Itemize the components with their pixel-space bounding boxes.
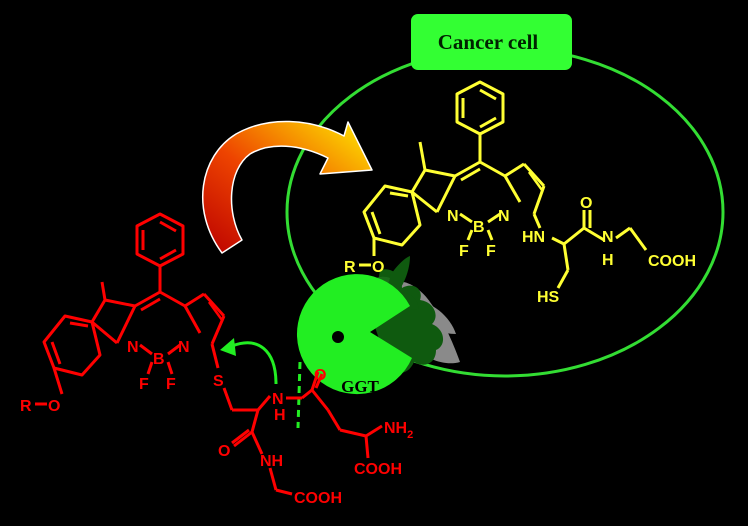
probe-atom-r: R <box>20 398 32 415</box>
cleavage-arrow <box>220 338 302 429</box>
curved-arrow-icon <box>202 120 373 254</box>
probe-atom-cooh-glu: COOH <box>354 461 402 478</box>
probe-atom-n-right: N <box>178 339 190 356</box>
probe-atom-s: S <box>213 373 224 390</box>
product-atom-hs: HS <box>537 289 560 306</box>
cancer-cell-label-box <box>411 14 572 70</box>
enzyme-eye <box>332 331 344 343</box>
product-atom-b: B <box>473 219 485 236</box>
product-atom-labels: N B N F F R O HN O N H COOH HS <box>344 195 696 306</box>
product-atom-n-left: N <box>447 208 459 225</box>
product-atom-f-right: F <box>486 243 496 260</box>
probe-atom-o-carbonyl-glu: O <box>314 367 326 384</box>
probe-atom-h-amide: H <box>274 407 286 424</box>
cancer-cell-label: Cancer cell <box>438 30 539 54</box>
probe-atom-labels: N B N F F R O S N H O O NH COOH NH2 COOH <box>20 339 413 507</box>
product-atom-n-amide: N <box>602 229 614 246</box>
product-atom-r: R <box>344 259 356 276</box>
product-atom-f-left: F <box>459 243 469 260</box>
product-atom-h-amide: H <box>602 252 614 269</box>
probe-atom-cooh-gly: COOH <box>294 490 342 507</box>
product-atom-cooh: COOH <box>648 253 696 270</box>
probe-atom-nh2: NH2 <box>384 420 413 441</box>
probe-atom-n-left: N <box>127 339 139 356</box>
probe-atom-nh-gly: NH <box>260 453 283 470</box>
probe-atom-b: B <box>153 351 165 368</box>
probe-molecule <box>42 212 383 496</box>
product-atom-o: O <box>372 259 384 276</box>
probe-atom-o-carbonyl-cys: O <box>218 443 230 460</box>
probe-atom-o: O <box>48 398 60 415</box>
product-atom-o-carbonyl: O <box>580 195 592 212</box>
probe-atom-n-amide: N <box>272 391 284 408</box>
product-atom-hn: HN <box>522 229 545 246</box>
probe-atom-f-right: F <box>166 376 176 393</box>
probe-atom-f-left: F <box>139 376 149 393</box>
pacman-enzyme-icon <box>296 274 412 395</box>
enzyme-label: GGT <box>341 377 379 396</box>
product-atom-n-right: N <box>498 208 510 225</box>
product-molecule <box>362 80 648 289</box>
